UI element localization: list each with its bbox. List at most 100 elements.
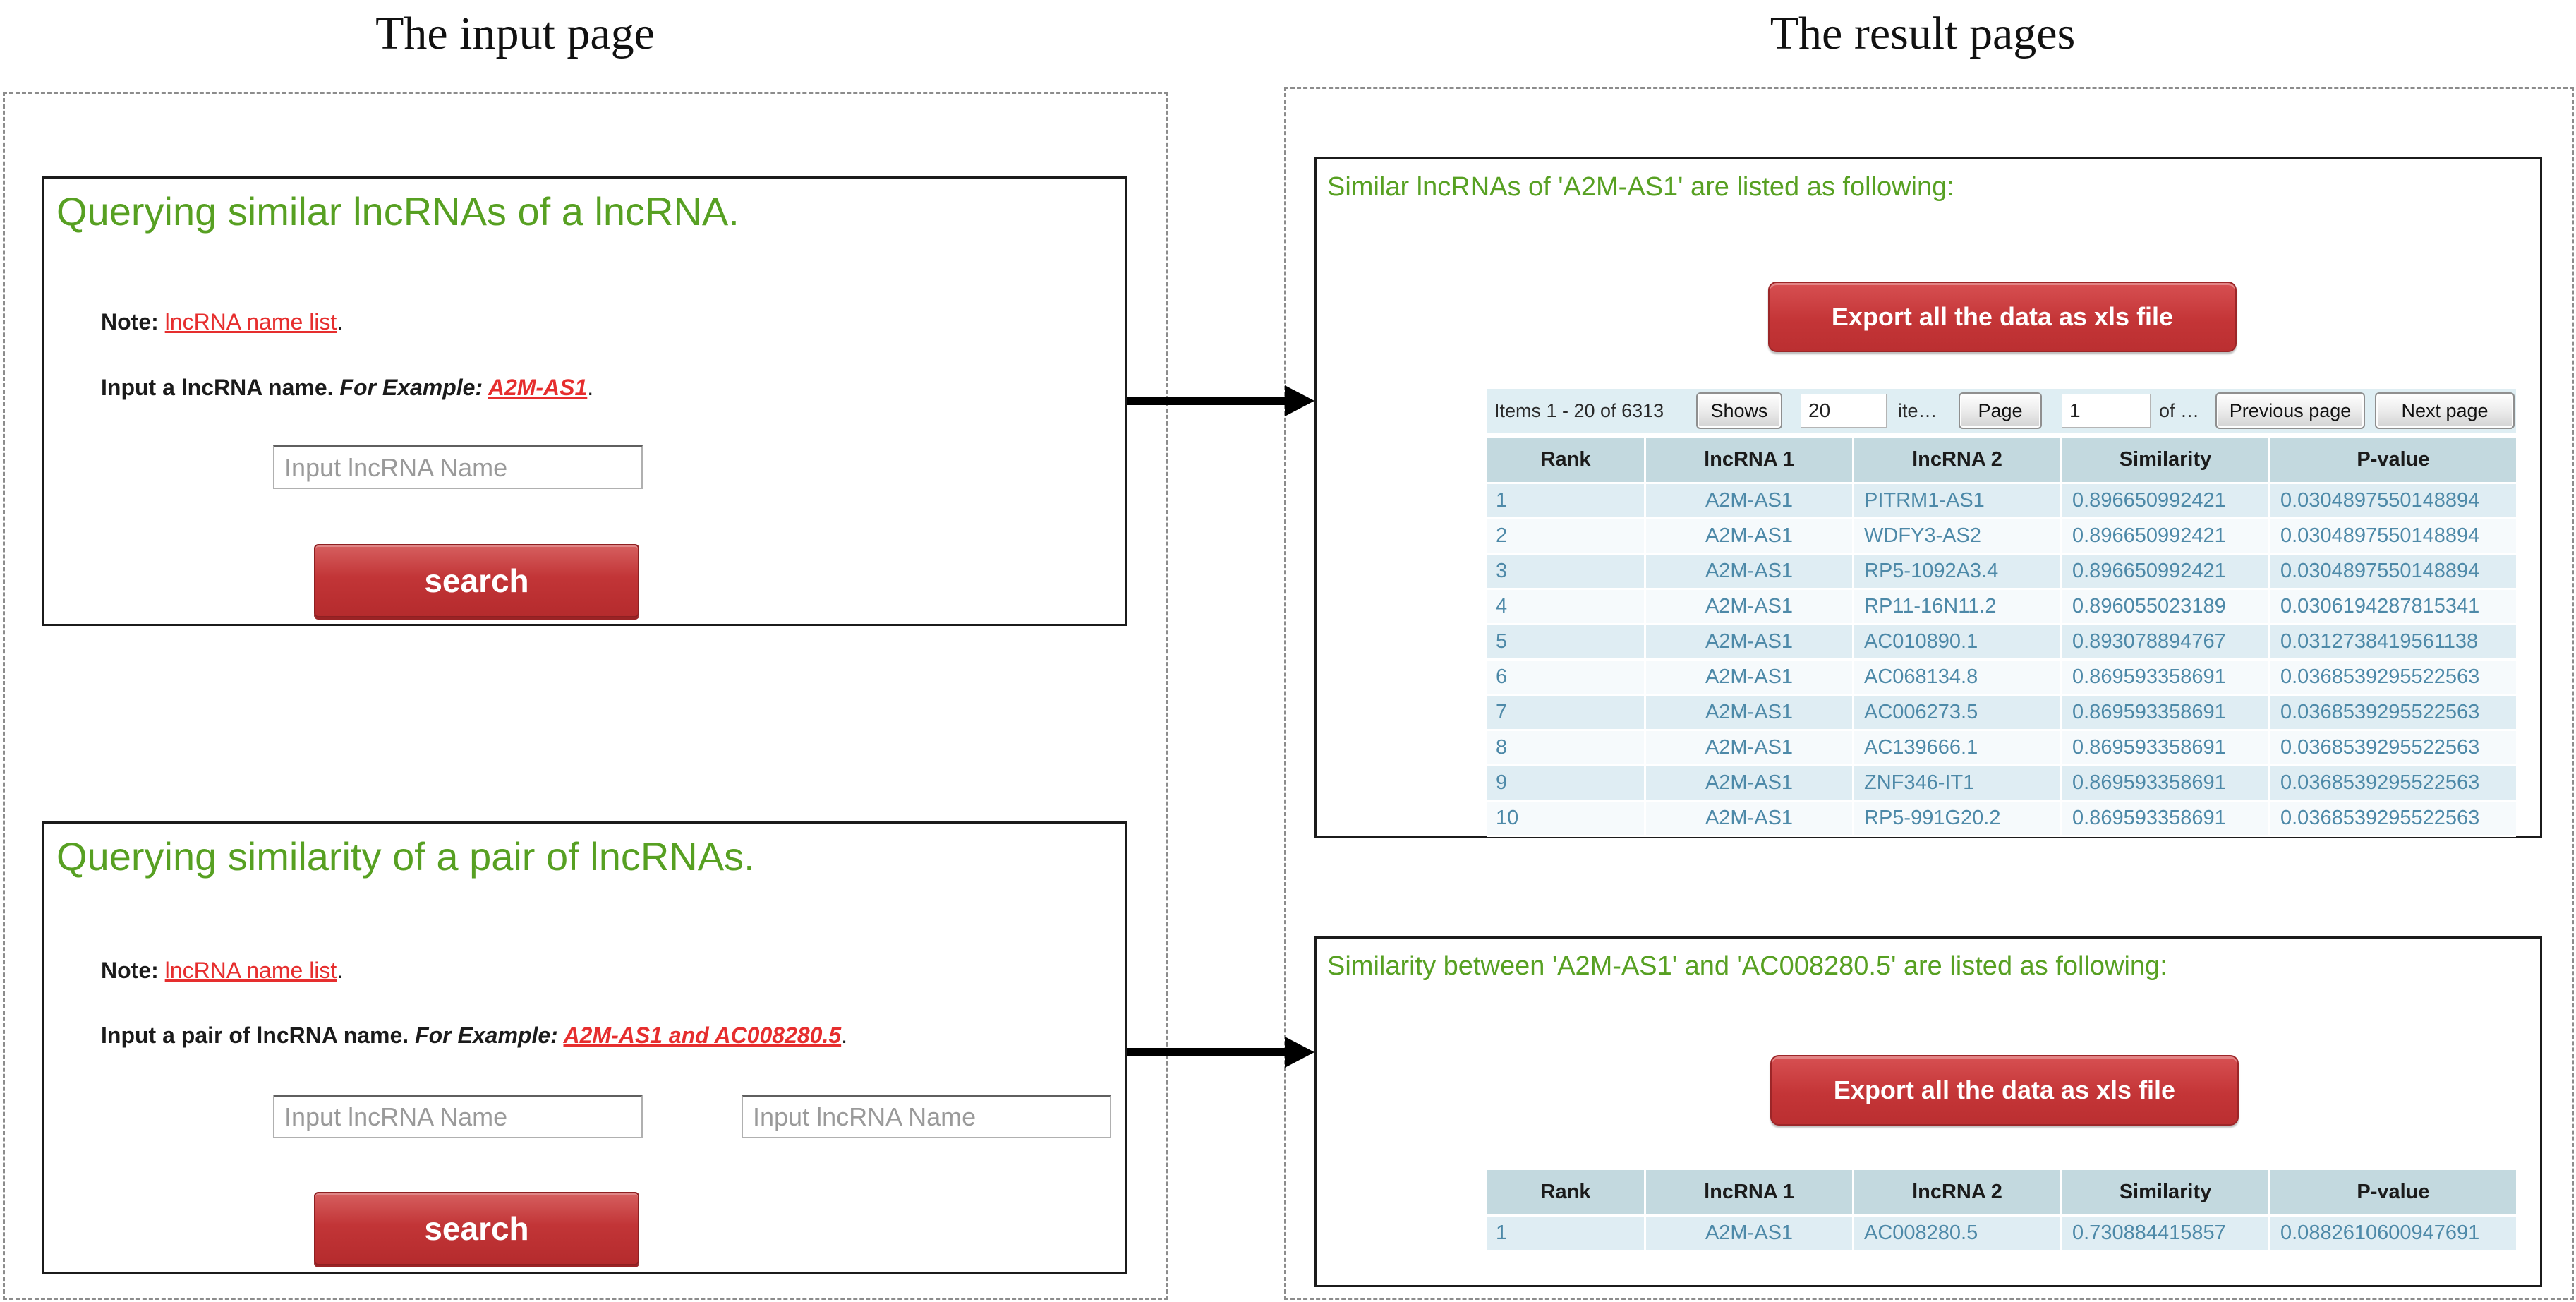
table-cell: A2M-AS1 [1646,802,1854,835]
column-header: Rank [1487,1170,1646,1214]
table-cell: 0.0368539295522563 [2280,701,2480,723]
items-suffix-text: ite… [1898,400,1937,421]
export-xls-button[interactable]: Export all the data as xls file [1770,1055,2239,1126]
column-header: P-value [2357,448,2430,471]
arrow-shaft [1127,1048,1287,1056]
table-cell: 0.896650992421 [2062,555,2270,588]
table-cell: AC008280.5 [1854,1217,2062,1250]
lncrna-name-input-2[interactable] [742,1095,1111,1138]
similar-result-panel: Similar lncRNAs of 'A2M-AS1' are listed … [1314,157,2542,838]
previous-page-button[interactable]: Previous page [2215,392,2365,429]
table-cell: 0.0304897550148894 [2280,560,2480,582]
column-header: P-value [2357,1181,2430,1203]
table-cell: 1 [1487,1217,1646,1250]
table-cell: A2M-AS1 [1646,766,1854,800]
arrow-shaft [1127,397,1287,405]
figure-title-input-page: The input page [375,8,655,59]
search-button[interactable]: search [314,1192,639,1265]
table-cell: WDFY3-AS2 [1854,519,2062,553]
column-header: lncRNA 2 [1854,1170,2062,1214]
example-period: . [587,375,594,400]
note-line: Note: lncRNA name list. [101,309,343,335]
similar-result-heading: Similar lncRNAs of 'A2M-AS1' are listed … [1327,172,1954,202]
items-count-text: Items 1 - 20 of 6313 [1494,400,1664,421]
table-cell: A2M-AS1 [1646,696,1854,729]
table-cell: A2M-AS1 [1646,519,1854,553]
table-cell: 0.869593358691 [2062,731,2270,764]
example-period: . [841,1023,848,1048]
table-cell: 0.0882610600947691 [2280,1222,2480,1244]
table-cell: 1 [1487,484,1646,517]
table-cell: 8 [1487,731,1646,764]
column-header: lncRNA 1 [1646,438,1854,482]
page-number-input[interactable] [2062,394,2151,428]
search-button[interactable]: search [314,544,639,617]
table-cell: AC068134.8 [1854,661,2062,694]
table-cell: A2M-AS1 [1646,484,1854,517]
page-button[interactable]: Page [1959,392,2042,429]
column-header: lncRNA 2 [1854,438,2062,482]
example-lncrna-link[interactable]: A2M-AS1 [488,375,588,400]
table-cell: A2M-AS1 [1646,661,1854,694]
table-cell: 3 [1487,555,1646,588]
lncrna-name-input[interactable] [273,445,643,489]
column-header: Similarity [2062,1170,2270,1214]
table-cell: RP5-1092A3.4 [1854,555,2062,588]
next-page-button[interactable]: Next page [2375,392,2515,429]
query-similar-panel: Querying similar lncRNAs of a lncRNA. No… [42,176,1127,626]
lncrna-name-input-1[interactable] [273,1095,643,1138]
table-cell: 0.0368539295522563 [2280,807,2480,829]
flow-arrow-top [1127,385,1314,416]
pagination-bar: Items 1 - 20 of 6313 Shows ite… Page of … [1487,389,2516,433]
table-cell: AC010890.1 [1854,625,2062,658]
lncrna-name-list-link[interactable]: lncRNA name list [164,958,337,983]
note-line: Note: lncRNA name list. [101,958,343,984]
input-instruction: Input a lncRNA name. [101,375,340,400]
arrow-head-icon [1285,385,1314,416]
arrow-head-icon [1285,1037,1314,1068]
note-period: . [337,309,344,334]
table-cell: 4 [1487,590,1646,623]
flow-arrow-bottom [1127,1037,1314,1068]
export-xls-button[interactable]: Export all the data as xls file [1768,282,2237,352]
table-cell: AC006273.5 [1854,696,2062,729]
table-cell: 0.869593358691 [2062,802,2270,835]
table-cell: 0.869593358691 [2062,661,2270,694]
input-instruction: Input a pair of lncRNA name. [101,1023,416,1048]
table-cell: RP11-16N11.2 [1854,590,2062,623]
page-size-input[interactable] [1801,394,1887,428]
column-header: lncRNA 1 [1646,1170,1854,1214]
for-example-label: For Example: [415,1023,564,1048]
lncrna-name-list-link[interactable]: lncRNA name list [164,309,337,334]
table-cell: 7 [1487,696,1646,729]
note-label: Note: [101,958,165,983]
table-cell: 0.0304897550148894 [2280,489,2480,512]
table-cell: AC139666.1 [1854,731,2062,764]
shows-button[interactable]: Shows [1696,392,1782,429]
table-cell: A2M-AS1 [1646,731,1854,764]
table-cell: 6 [1487,661,1646,694]
table-cell: 0.896650992421 [2062,519,2270,553]
table-cell: 9 [1487,766,1646,800]
example-line: Input a pair of lncRNA name. For Example… [101,1023,847,1049]
result-pages-group [1284,87,2574,1300]
example-pair-link[interactable]: A2M-AS1 and AC008280.5 [563,1023,842,1048]
table-cell: 0.0368539295522563 [2280,665,2480,688]
table-cell: 0.869593358691 [2062,766,2270,800]
example-line: Input a lncRNA name. For Example: A2M-AS… [101,375,593,401]
pair-result-panel: Similarity between 'A2M-AS1' and 'AC0082… [1314,936,2542,1287]
figure-title-result-pages: The result pages [1770,8,2076,59]
column-header: Similarity [2062,438,2270,482]
table-cell: RP5-991G20.2 [1854,802,2062,835]
note-label: Note: [101,309,165,334]
input-page-group [3,92,1168,1300]
